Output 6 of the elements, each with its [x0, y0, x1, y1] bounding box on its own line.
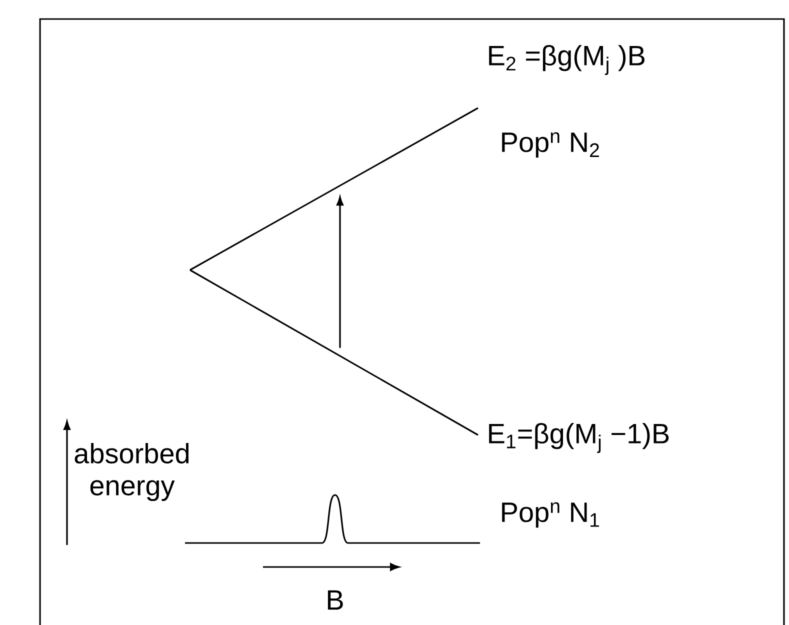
axis-label: absorbed energy [74, 442, 189, 502]
axis-label: B [328, 590, 343, 610]
energy-formula: E$_{1}$=βg(M$_{j}$ −1)B [489, 423, 669, 453]
population-label: Pop$^{n}$ N$_{1}$ [502, 502, 599, 528]
population-label: Pop$^{n}$ N$_{2}$ [502, 132, 599, 158]
energy-formula: E$_{2}$ =βg(M$_{j}$ )B [489, 45, 644, 75]
